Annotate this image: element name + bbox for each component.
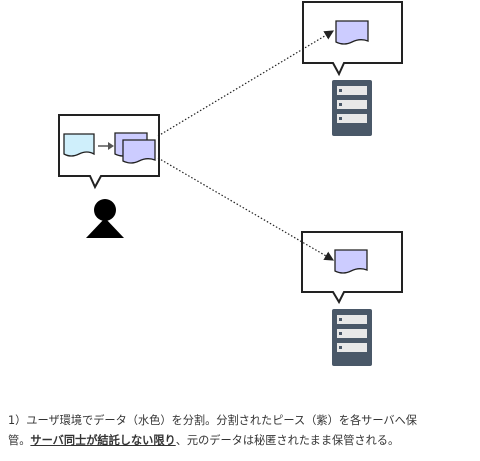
transfer-arrow-top [157,30,335,137]
client-panel [58,114,160,190]
caption-line-2: 管。サーバ同士が結託しない限り、元のデータは秘匿されたまま保管される。 [8,431,476,451]
transfer-arrow-bottom [157,157,335,261]
caption-line-1: 1）ユーザ環境でデータ（水色）を分割。分割されたピース（紫）を各サーバへ保 [8,414,417,427]
original-data-icon [63,133,95,157]
server-bottom-icon [332,309,372,366]
stored-piece-icon-top [335,20,369,45]
caption: 1）ユーザ環境でデータ（水色）を分割。分割されたピース（紫）を各サーバへ保 管。… [8,411,476,451]
caption-line-2-suffix: 、元のデータは秘匿されたまま保管される。 [175,434,400,447]
data-piece-icon-front [122,139,156,164]
caption-emphasis: サーバ同士が結託しない限り [30,434,176,447]
stored-piece-icon-bottom [334,249,368,274]
split-arrow-icon [98,142,114,150]
server-top-panel [302,1,403,77]
server-top-icon [332,80,372,136]
secret-sharing-diagram [58,1,403,366]
server-bottom-panel [301,231,403,305]
caption-line-2-prefix: 管。 [8,434,31,447]
user-person-icon [86,199,124,238]
